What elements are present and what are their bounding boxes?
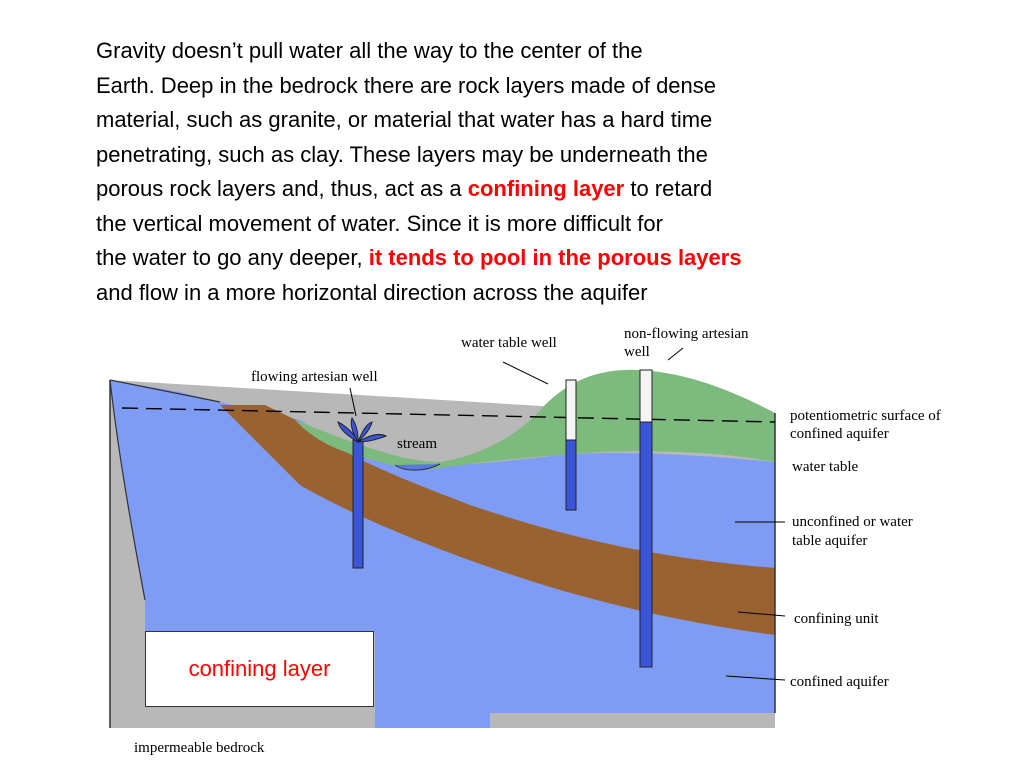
label-potentiometric-surface-2: confined aquifer <box>790 426 889 442</box>
water-table-well-casing <box>565 379 577 441</box>
non-flowing-artesian-well <box>639 421 653 668</box>
paragraph-text: the water to go any deeper, <box>96 245 369 270</box>
paragraph-line: and flow in a more horizontal direction … <box>96 279 648 305</box>
stream <box>394 463 441 471</box>
paragraph-line: material, such as granite, or material t… <box>96 107 713 132</box>
label-water-table: water table <box>792 459 859 475</box>
label-non-flowing-artesian-well-2: well <box>624 344 650 360</box>
confined-aquifer-layer <box>110 380 775 728</box>
water-table-well <box>565 439 577 511</box>
unconfined-aquifer-layer <box>220 402 775 568</box>
label-unconfined-aquifer: unconfined or water <box>792 514 913 530</box>
potentiometric-surface-line <box>121 407 776 423</box>
callout-text: confining layer <box>188 656 331 681</box>
confining-layer-callout: confining layer <box>145 631 374 707</box>
paragraph-line: the water to go any deeper, it tends to … <box>96 241 976 276</box>
land-surface <box>295 369 775 470</box>
paragraph-line: the vertical movement of water. Since it… <box>96 210 663 236</box>
label-non-flowing-artesian-well: non-flowing artesian <box>624 326 749 342</box>
confining-layer-highlight: confining layer <box>467 176 625 201</box>
paragraph-text: porous rock layers and, thus, act as a <box>96 176 468 201</box>
pooling-highlight: it tends to pool in the porous layers <box>368 245 742 270</box>
label-confining-unit: confining unit <box>794 611 879 627</box>
non-flowing-artesian-well-casing <box>639 369 653 423</box>
explanation-paragraph: Gravity doesn’t pull water all the way t… <box>96 34 976 310</box>
paragraph-line: penetrating, such as clay. These layers … <box>96 141 708 167</box>
paragraph-line: Earth. Deep in the bedrock there are roc… <box>96 72 717 98</box>
paragraph-text: to retard <box>624 176 713 201</box>
paragraph-line: porous rock layers and, thus, act as a c… <box>96 172 976 207</box>
label-confined-aquifer: confined aquifer <box>790 674 889 690</box>
flowing-artesian-well <box>352 439 364 569</box>
label-stream: stream <box>397 436 437 452</box>
label-flowing-artesian-well: flowing artesian well <box>251 369 378 385</box>
label-impermeable-bedrock: impermeable bedrock <box>134 740 265 756</box>
label-unconfined-aquifer-2: table aquifer <box>792 533 867 549</box>
fountain-icon <box>337 416 388 444</box>
paragraph-line: Gravity doesn’t pull water all the way t… <box>96 38 643 63</box>
label-water-table-well: water table well <box>461 335 557 351</box>
label-potentiometric-surface: potentiometric surface of <box>790 408 941 424</box>
